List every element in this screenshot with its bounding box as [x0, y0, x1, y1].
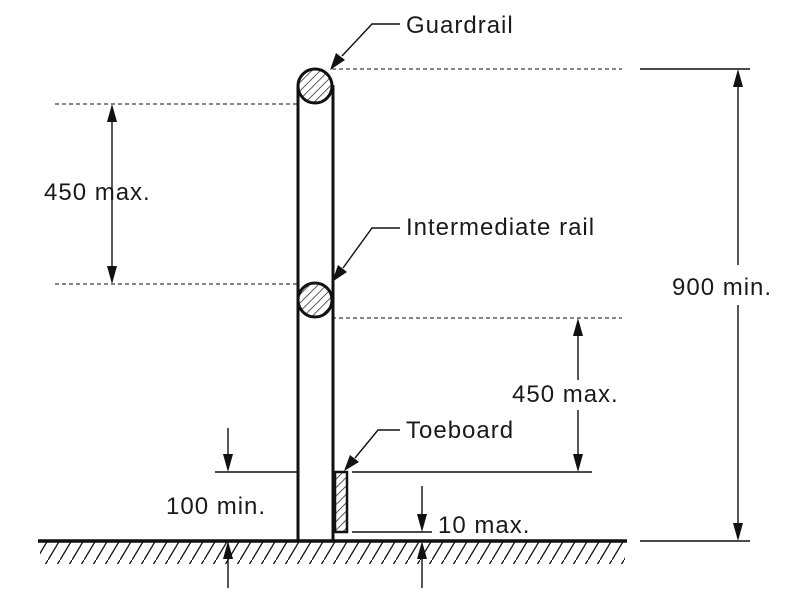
label-intermediate-rail: Intermediate rail — [406, 214, 595, 241]
label-guardrail: Guardrail — [406, 12, 514, 39]
leader-toeboard — [354, 429, 400, 459]
dim-lower-arrow-bottom — [573, 454, 583, 472]
dim-lower-arrow-top — [573, 318, 583, 336]
leader-guardrail-arrow — [330, 53, 345, 70]
dim-label-toeboard-gap: 10 max. — [438, 512, 530, 539]
dim-toeboard-gap — [417, 486, 427, 588]
leader-guardrail — [341, 23, 400, 57]
intermediate-rail-section — [296, 281, 334, 319]
guardrail-section — [296, 67, 334, 105]
guardrail-rail — [296, 67, 334, 105]
label-toeboard: Toeboard — [406, 417, 514, 444]
dim-label-overall-height: 900 min. — [672, 274, 772, 301]
post — [296, 85, 335, 541]
dim-toeboard-arrow-top — [223, 454, 233, 472]
dim-overall-height — [733, 69, 743, 541]
dim-toeboard-arrow-bottom — [223, 541, 233, 559]
leader-toeboard-arrow — [344, 455, 359, 471]
dim-overall-arrow-top — [733, 69, 743, 87]
dim-lower-spacing — [573, 318, 583, 472]
dim-label-toeboard-height: 100 min. — [166, 493, 266, 520]
ground-hatching — [40, 542, 625, 564]
dim-toeboard-height — [223, 428, 233, 588]
leaders — [330, 23, 400, 471]
leader-intermediate — [342, 227, 400, 269]
dim-gap-arrow-bottom — [417, 541, 427, 559]
reference-lines — [55, 68, 750, 542]
dim-gap-arrow-top — [417, 514, 427, 532]
intermediate-rail — [296, 281, 334, 319]
dim-upper-spacing — [107, 104, 117, 284]
dim-overall-arrow-bottom — [733, 523, 743, 541]
dim-label-lower-spacing: 450 max. — [512, 381, 619, 408]
dim-upper-arrow-bottom — [107, 266, 117, 284]
dim-label-upper-spacing: 450 max. — [44, 179, 151, 206]
dim-upper-arrow-top — [107, 104, 117, 122]
toeboard — [333, 470, 349, 534]
ground — [38, 539, 627, 564]
toeboard-section — [333, 470, 349, 534]
leader-intermediate-arrow — [332, 265, 347, 282]
